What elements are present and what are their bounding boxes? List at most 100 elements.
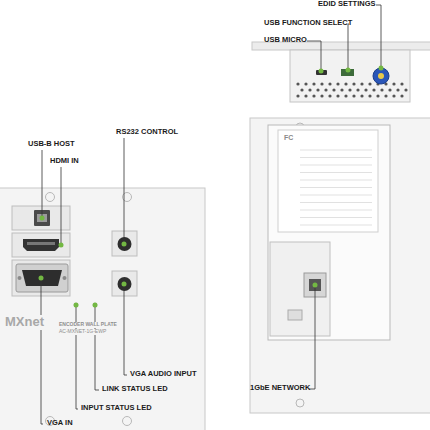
leader-line [348, 24, 349, 68]
status-led [93, 303, 97, 307]
vent-hole [344, 94, 347, 97]
vent-hole [312, 82, 315, 85]
network-bay [270, 242, 330, 336]
callout-dot [122, 242, 127, 247]
vga-screw [18, 276, 22, 280]
vent-holes [296, 82, 407, 97]
vent-hole [400, 94, 403, 97]
callout-dot [379, 66, 384, 71]
vga-shell [16, 264, 68, 292]
vent-hole [316, 88, 319, 91]
screw-hole [123, 417, 132, 426]
callout-dot [40, 216, 45, 221]
vent-hole [304, 82, 307, 85]
sticker-row [300, 195, 372, 196]
sticker-row [300, 180, 372, 181]
callout-dot [93, 303, 98, 308]
vent-hole [372, 88, 375, 91]
vent-hole [400, 82, 403, 85]
leader-line [309, 285, 315, 389]
vent-hole [320, 94, 323, 97]
audio-jack [118, 277, 132, 291]
vent-hole [392, 82, 395, 85]
callout-label: VGA AUDIO INPUT [130, 370, 197, 379]
callout-dot [319, 69, 324, 74]
sticker-row [300, 150, 372, 151]
vent-hole [392, 94, 395, 97]
vent-hole [328, 82, 331, 85]
vent-hole [352, 94, 355, 97]
vent-hole [360, 94, 363, 97]
callout-dot [346, 68, 351, 73]
vga-screw [63, 276, 67, 280]
leader-line [124, 284, 127, 375]
plate-print: AC-MXNET-1G-EWP [58, 329, 107, 335]
vent-hole [360, 82, 363, 85]
sticker-table [300, 150, 372, 225]
vent-hole [332, 88, 335, 91]
jack-recess [112, 231, 137, 256]
certification-mark: FC [283, 134, 294, 142]
callout-label: EDID SETTINGS [318, 0, 376, 9]
leader-line [95, 305, 99, 390]
device-housing [268, 125, 390, 340]
callout-dot [122, 282, 127, 287]
sticker-row [300, 187, 372, 188]
vent-hole [404, 88, 407, 91]
plate-print: ENCODER WALL PLATE [58, 322, 118, 328]
leader-line [61, 167, 62, 245]
vent-hole [356, 88, 359, 91]
callout-label: USB FUNCTION SELECT [264, 19, 352, 28]
sticker-row [300, 165, 372, 166]
callout-dot [59, 243, 64, 248]
hdmi-port [23, 239, 59, 251]
vent-hole [368, 94, 371, 97]
status-led [74, 303, 78, 307]
vent-hole [312, 94, 315, 97]
vent-hole [396, 88, 399, 91]
sticker-row [300, 172, 372, 173]
callout-dots [39, 66, 384, 308]
screw-hole [296, 399, 304, 407]
vent-hole [388, 88, 391, 91]
vent-hole [308, 88, 311, 91]
sticker-row [300, 217, 372, 218]
vent-hole [364, 88, 367, 91]
callout-label: VGA IN [47, 419, 73, 428]
vent-hole [340, 88, 343, 91]
hdmi-port [27, 242, 55, 245]
vent-hole [348, 88, 351, 91]
leader-line [41, 278, 43, 424]
vent-hole [296, 82, 299, 85]
leader-line [307, 41, 321, 69]
callout-label: LINK STATUS LED [102, 385, 168, 394]
leader-line [376, 5, 381, 66]
vent-hole [368, 82, 371, 85]
leader-line [42, 150, 43, 218]
edid-dial [378, 73, 384, 79]
rear-plate [250, 118, 430, 413]
vent-hole [336, 82, 339, 85]
vga-port [22, 270, 62, 286]
cable-clip [288, 310, 302, 320]
sticker-row [300, 225, 372, 226]
product-sticker [278, 130, 378, 232]
rs232-jack [118, 237, 132, 251]
vent-hole [384, 94, 387, 97]
vent-hole [324, 88, 327, 91]
vent-hole [380, 88, 383, 91]
leader-line [124, 138, 125, 244]
vent-hole [328, 94, 331, 97]
front-plate [0, 188, 205, 430]
sticker-row [300, 157, 372, 158]
sticker-row [300, 202, 372, 203]
callout-dot [74, 303, 79, 308]
callout-label: USB-B HOST [28, 140, 75, 149]
vent-hole [376, 94, 379, 97]
vent-hole [300, 88, 303, 91]
callout-dot [313, 283, 318, 288]
screw-hole [46, 193, 55, 202]
leader-lines [41, 5, 381, 424]
